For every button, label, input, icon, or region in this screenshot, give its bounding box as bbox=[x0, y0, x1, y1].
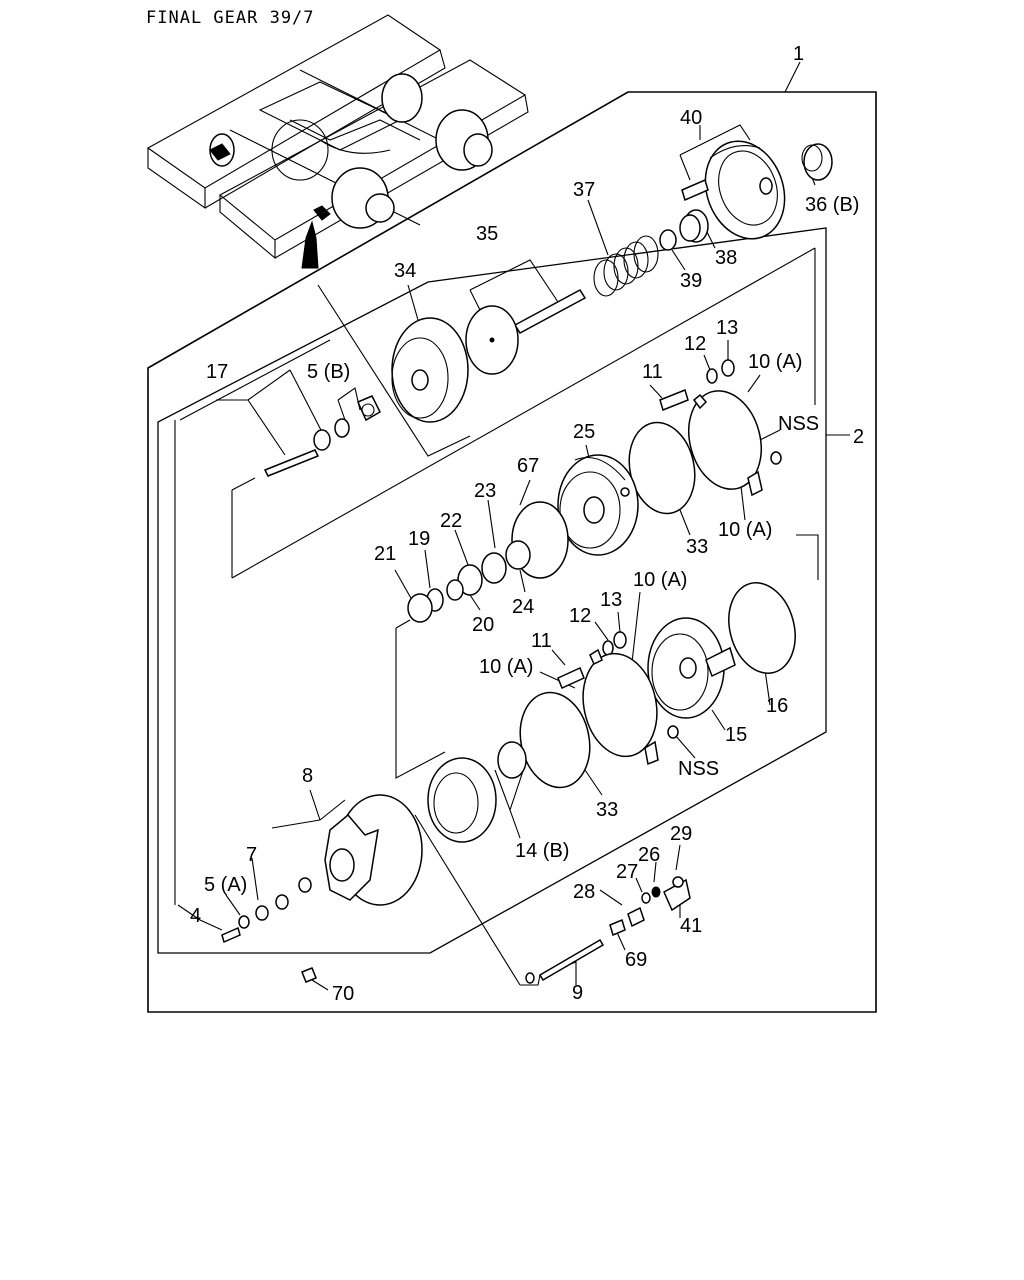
callout-26: 26 bbox=[638, 844, 660, 866]
callout-11-lower: 11 bbox=[531, 630, 552, 652]
callout-12-lower: 12 bbox=[569, 605, 591, 627]
callout-39: 39 bbox=[680, 270, 702, 292]
callout-34: 34 bbox=[394, 260, 416, 282]
callout-11-upper: 11 bbox=[642, 361, 663, 383]
callout-12-upper: 12 bbox=[684, 333, 706, 355]
part-piston-25 bbox=[557, 454, 639, 556]
part-rod-9 bbox=[525, 938, 605, 984]
part-bolt-11b bbox=[557, 631, 627, 690]
callout-nss-2: NSS bbox=[678, 758, 719, 780]
callout-15: 15 bbox=[725, 724, 747, 746]
assembly-outlines bbox=[147, 91, 877, 1013]
callout-13-lower: 13 bbox=[600, 589, 622, 611]
callout-20: 20 bbox=[472, 614, 494, 636]
part-plate-34 bbox=[391, 317, 469, 423]
page-title: FINAL GEAR 39/7 bbox=[146, 8, 315, 28]
part-sensor-41 bbox=[609, 876, 691, 937]
callout-22: 22 bbox=[440, 510, 462, 532]
callout-21: 21 bbox=[374, 543, 396, 565]
callout-37: 37 bbox=[573, 179, 595, 201]
callout-7: 7 bbox=[246, 844, 257, 866]
callout-38: 38 bbox=[715, 247, 737, 269]
callout-nss-1: NSS bbox=[778, 413, 819, 435]
callout-labels: 1 2 40 36 (B) 37 38 39 35 34 17 5 (B) 11… bbox=[190, 43, 864, 1005]
callout-67: 67 bbox=[517, 455, 539, 477]
callout-27: 27 bbox=[616, 861, 638, 883]
callout-33-upper: 33 bbox=[686, 536, 708, 558]
callout-10a-1: 10 (A) bbox=[748, 351, 802, 373]
callout-8: 8 bbox=[302, 765, 313, 787]
callout-13-upper: 13 bbox=[716, 317, 738, 339]
part-drum-40 bbox=[704, 140, 786, 240]
callout-2: 2 bbox=[853, 426, 864, 448]
part-band-10a-upper bbox=[688, 390, 782, 497]
part-bushing-36b bbox=[801, 143, 833, 181]
part-bolt-40 bbox=[681, 178, 709, 202]
callout-70: 70 bbox=[332, 983, 354, 1005]
part-hub-14b bbox=[427, 741, 527, 843]
callout-1: 1 bbox=[793, 43, 804, 65]
callout-5b: 5 (B) bbox=[307, 361, 350, 383]
callout-4: 4 bbox=[190, 905, 201, 927]
callout-17: 17 bbox=[206, 361, 228, 383]
callout-5a: 5 (A) bbox=[204, 874, 247, 896]
leader-lines bbox=[177, 61, 850, 991]
callout-14b: 14 (B) bbox=[515, 840, 569, 862]
part-seals-19-24 bbox=[407, 540, 531, 623]
callout-10a-4: 10 (A) bbox=[479, 656, 533, 678]
part-bolt-11a bbox=[659, 359, 735, 412]
callout-41: 41 bbox=[680, 915, 702, 937]
callout-40: 40 bbox=[680, 107, 702, 129]
callout-69: 69 bbox=[625, 949, 647, 971]
part-ring-16 bbox=[728, 582, 796, 674]
callout-9: 9 bbox=[572, 982, 583, 1004]
callout-24: 24 bbox=[512, 596, 534, 618]
part-spring-37 bbox=[593, 235, 659, 297]
callout-19: 19 bbox=[408, 528, 430, 550]
callout-33-lower: 33 bbox=[596, 799, 618, 821]
callout-35: 35 bbox=[476, 223, 498, 245]
callout-28: 28 bbox=[573, 881, 595, 903]
callout-23: 23 bbox=[474, 480, 496, 502]
part-band-10a-lower bbox=[582, 648, 679, 766]
chassis-thumbnail bbox=[146, 14, 529, 260]
callout-29: 29 bbox=[670, 823, 692, 845]
callout-10a-2: 10 (A) bbox=[718, 519, 772, 541]
callout-36b: 36 (B) bbox=[805, 194, 859, 216]
callout-25: 25 bbox=[573, 421, 595, 443]
part-stud-17 bbox=[263, 395, 381, 477]
part-shaft-35 bbox=[465, 289, 587, 375]
part-piston-15 bbox=[647, 617, 736, 719]
callout-16: 16 bbox=[766, 695, 788, 717]
location-arrow bbox=[301, 220, 319, 269]
callout-10a-3: 10 (A) bbox=[633, 569, 687, 591]
part-nut-39 bbox=[659, 229, 677, 251]
part-ring-38 bbox=[679, 209, 709, 243]
part-plug-70 bbox=[301, 967, 317, 983]
part-housing-8 bbox=[221, 794, 423, 944]
